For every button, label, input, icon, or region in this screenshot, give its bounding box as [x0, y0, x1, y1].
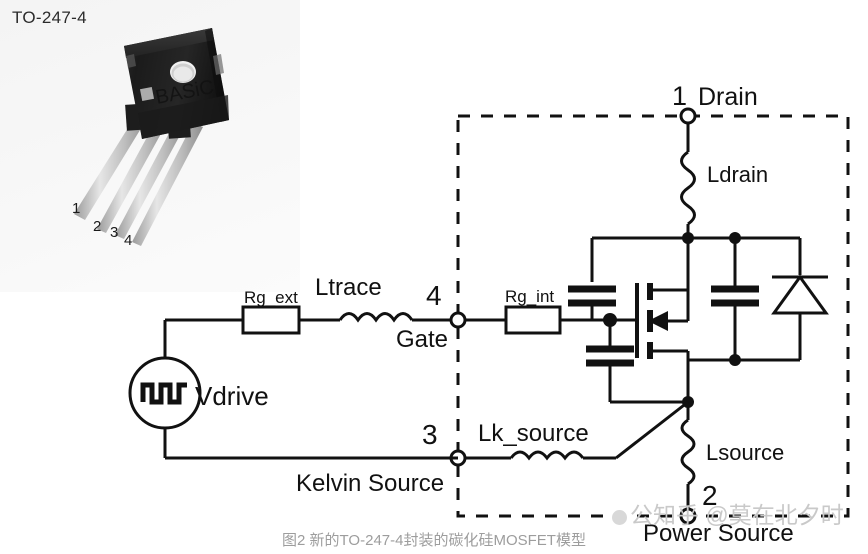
lsource-inductor-coil: [680, 418, 696, 486]
pulse-waveform-icon: [140, 382, 187, 405]
lsource-branch: [679, 402, 697, 525]
terminal-label-kelvin-source: Kelvin Source: [296, 470, 444, 497]
body-diode: [771, 238, 829, 360]
component-label-lsource: Lsource: [706, 440, 784, 465]
component-label-ldrain: Ldrain: [707, 162, 768, 187]
terminal-node-gate: [449, 311, 467, 329]
terminal-number-3: 3: [422, 419, 438, 450]
pin-number-2: 2: [93, 218, 102, 235]
package-title: TO-247-4: [12, 8, 87, 27]
pin-number-1: 1: [72, 200, 81, 217]
gate-drive-loop: [128, 320, 458, 460]
terminal-label-drain: Drain: [698, 83, 758, 111]
ldrain-inductor-coil: [680, 150, 696, 226]
internal-drain-rail: [590, 232, 802, 292]
rg-ext-resistor-body: [241, 305, 301, 335]
pin-number-4: 4: [124, 232, 133, 249]
ltrace-inductor-coil: [338, 312, 414, 323]
pin-number-3: 3: [110, 224, 119, 241]
rg-int-resistor-body: [504, 305, 562, 335]
terminal-node-power-source: [679, 507, 697, 525]
mosfet-symbol: [635, 283, 690, 402]
cgd-capacitor: [568, 285, 616, 320]
terminal-node-drain: [679, 107, 697, 125]
package-drawing: BASiC: [74, 28, 229, 246]
component-label-rg-ext: Rg_ext: [244, 288, 298, 307]
lk-source-inductor-coil: [509, 450, 585, 461]
package-leads: [74, 112, 203, 246]
cds-capacitor: [711, 285, 759, 366]
component-label-rg-int: Rg_int: [505, 287, 554, 306]
terminal-label-gate: Gate: [396, 326, 448, 353]
terminal-number-1: 1: [672, 81, 687, 111]
component-label-ltrace: Ltrace: [315, 274, 382, 301]
internal-source-rail: [682, 358, 800, 408]
terminal-label-power-source: Power Source: [643, 520, 794, 547]
terminal-number-2: 2: [702, 480, 718, 511]
schematic-labels: 1 Drain Ldrain Rg_ext Ltrace 4 Gate Rg_i…: [195, 81, 794, 547]
terminal-number-4: 4: [426, 280, 442, 311]
mosfet-bulk-arrow: [648, 311, 668, 331]
package-photo: TO-247-4: [0, 0, 300, 292]
cgs-capacitor: [586, 345, 688, 404]
gate-path: [165, 305, 636, 348]
package-body: [124, 28, 229, 139]
component-label-lk-source: Lk_source: [478, 420, 589, 447]
component-label-vdrive: Vdrive: [195, 381, 269, 411]
drain-branch: [679, 107, 697, 238]
figure-caption: 图2 新的TO-247-4封装的碳化硅MOSFET模型: [282, 532, 586, 549]
